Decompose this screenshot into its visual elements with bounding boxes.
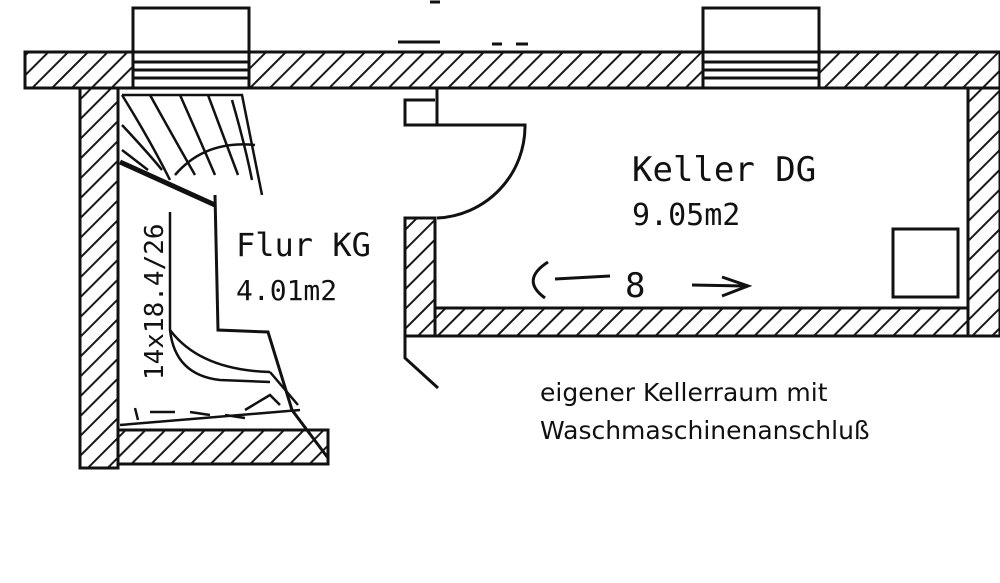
window-right <box>701 6 821 90</box>
arrow-left-icon <box>531 260 611 300</box>
window-left <box>131 6 251 90</box>
walls <box>23 50 1000 470</box>
keller-name: Keller DG <box>632 150 816 190</box>
windows <box>131 6 821 90</box>
keller-area: 9.05m2 <box>632 198 740 233</box>
arrow-right-icon <box>691 275 753 298</box>
washer-symbol: 8 <box>625 266 645 306</box>
left-wall <box>78 86 120 470</box>
stair-bottom-wall <box>116 428 330 466</box>
caption: eigener Kellerraum mit Waschmaschinenans… <box>540 374 980 450</box>
flur-name: Flur KG <box>236 226 371 264</box>
partition-wall <box>403 216 437 338</box>
caption-line-1: eigener Kellerraum mit <box>540 378 828 407</box>
door-swing <box>436 123 527 220</box>
stair <box>118 93 301 427</box>
caption-line-2: Waschmaschinenanschluß <box>540 416 870 445</box>
cellar-bottom-wall <box>430 306 970 338</box>
washer-box <box>891 227 960 299</box>
cellar-outline <box>403 88 970 308</box>
flur-area: 4.01m2 <box>236 274 337 307</box>
stair-dimension: 14x18.4/26 <box>140 223 170 380</box>
flur-outline <box>213 194 440 459</box>
right-wall <box>966 86 1000 338</box>
top-marks <box>398 0 528 46</box>
